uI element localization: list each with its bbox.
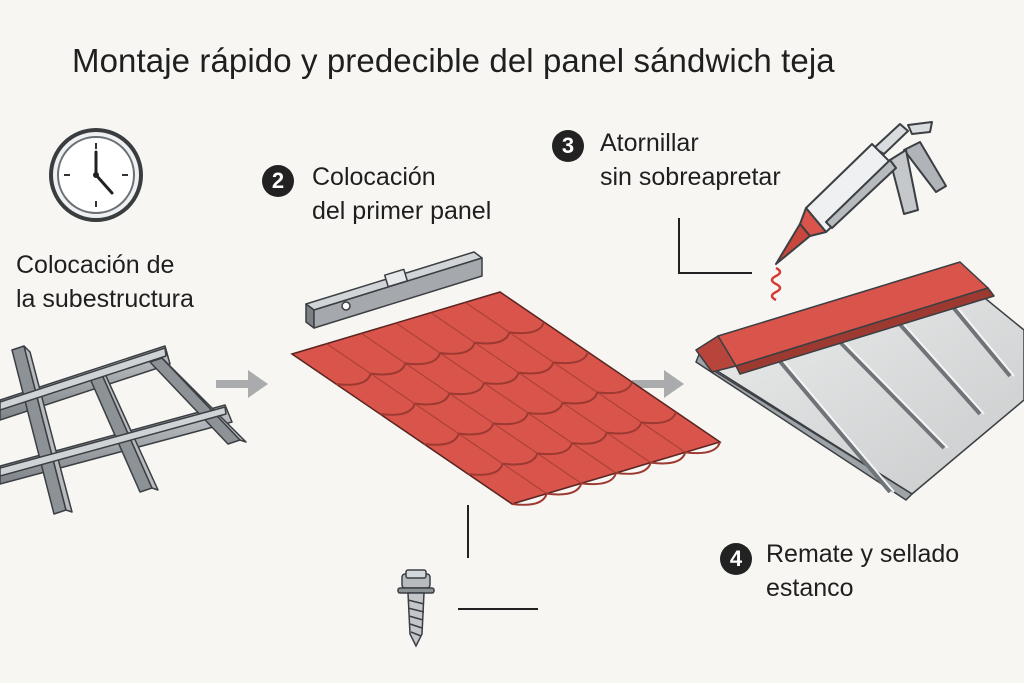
tile-row-edge (527, 402, 564, 415)
tile-row-edge (439, 342, 476, 355)
tile-column-edge (395, 322, 617, 474)
tile-row-edge (509, 321, 545, 335)
roof-assembly (695, 261, 1024, 501)
panel-rib-highlight (837, 335, 949, 449)
step-1-label: Colocación de la subestructura (16, 248, 194, 316)
tile-row-edge (562, 391, 599, 405)
screw-icon (397, 569, 435, 648)
step-4-line-1: Remate y sellado (766, 540, 960, 568)
tile-row-edge (493, 412, 529, 426)
tile-row-edge (458, 422, 495, 436)
tile-row-edge (379, 403, 416, 416)
panel-rib (832, 334, 946, 450)
arrow-icon (632, 370, 684, 398)
step-3-label: Atornillar sin sobreapretar (600, 126, 781, 194)
page-title: Montaje rápido y predecible del panel sá… (72, 42, 835, 79)
panel-rib-highlight (899, 319, 985, 415)
step-4-line-2: estanco (766, 574, 854, 602)
tile-panel (290, 291, 722, 506)
tile-row-edge (511, 493, 548, 506)
tile-row-edge (571, 432, 608, 445)
spirit-level-icon (305, 251, 483, 329)
step-3-line-2: sin sobreapretar (600, 163, 781, 191)
step-2-line-1: Colocación (312, 163, 436, 191)
substructure-frame (0, 345, 247, 515)
step-3-line-1: Atornillar (600, 129, 699, 157)
panel-rib (770, 350, 892, 494)
tile-row-edge (685, 441, 721, 455)
panel-rib-highlight (775, 351, 895, 493)
tile-row-edge (370, 362, 407, 376)
tile-row-edge (615, 462, 652, 475)
step-2-label: Colocación del primer panel (312, 160, 491, 228)
step-4-label: Remate y sellado estanco (766, 537, 959, 605)
tile-column-edge (360, 332, 582, 484)
tile-row-edge (553, 351, 589, 365)
tile-row-edge (606, 421, 643, 435)
tile-row-edge (335, 373, 372, 386)
tile-row-edge (502, 452, 539, 466)
tile-row-edge (581, 472, 617, 486)
step-2-badge: 2 (262, 165, 294, 197)
tile-row-edge (546, 482, 583, 496)
tile-row-edge (474, 331, 511, 345)
tile-column-edge (326, 343, 548, 495)
tile-row-edge (467, 463, 504, 476)
panel-rib (950, 304, 1012, 378)
step-4-badge: 4 (720, 543, 752, 575)
tile-column-edge (464, 301, 686, 453)
tile-row-edge (597, 381, 633, 395)
tile-row-edge (449, 382, 485, 396)
step-2-line-2: del primer panel (312, 197, 492, 225)
tile-row-edge (483, 372, 520, 385)
step-3-badge: 3 (552, 130, 584, 162)
tile-row-edge (414, 392, 451, 406)
tile-row-edge (518, 361, 555, 375)
leader-lines (458, 218, 752, 610)
arrow-icon (216, 370, 268, 398)
panel-rib (894, 318, 982, 416)
tile-column-edge (430, 312, 652, 464)
tile-row-edge (405, 352, 441, 366)
panel-rib-highlight (955, 305, 1015, 377)
tile-row-edge (650, 451, 687, 465)
tile-row-edge (641, 411, 677, 425)
step-1-line-1: Colocación de (16, 251, 175, 279)
tile-row-edge (423, 433, 460, 446)
tile-row-edge (537, 442, 573, 456)
clock-icon (49, 128, 143, 222)
caulking-gun-icon (775, 121, 947, 265)
sealant-bead (770, 266, 782, 302)
step-1-line-2: la subestructura (16, 285, 194, 313)
